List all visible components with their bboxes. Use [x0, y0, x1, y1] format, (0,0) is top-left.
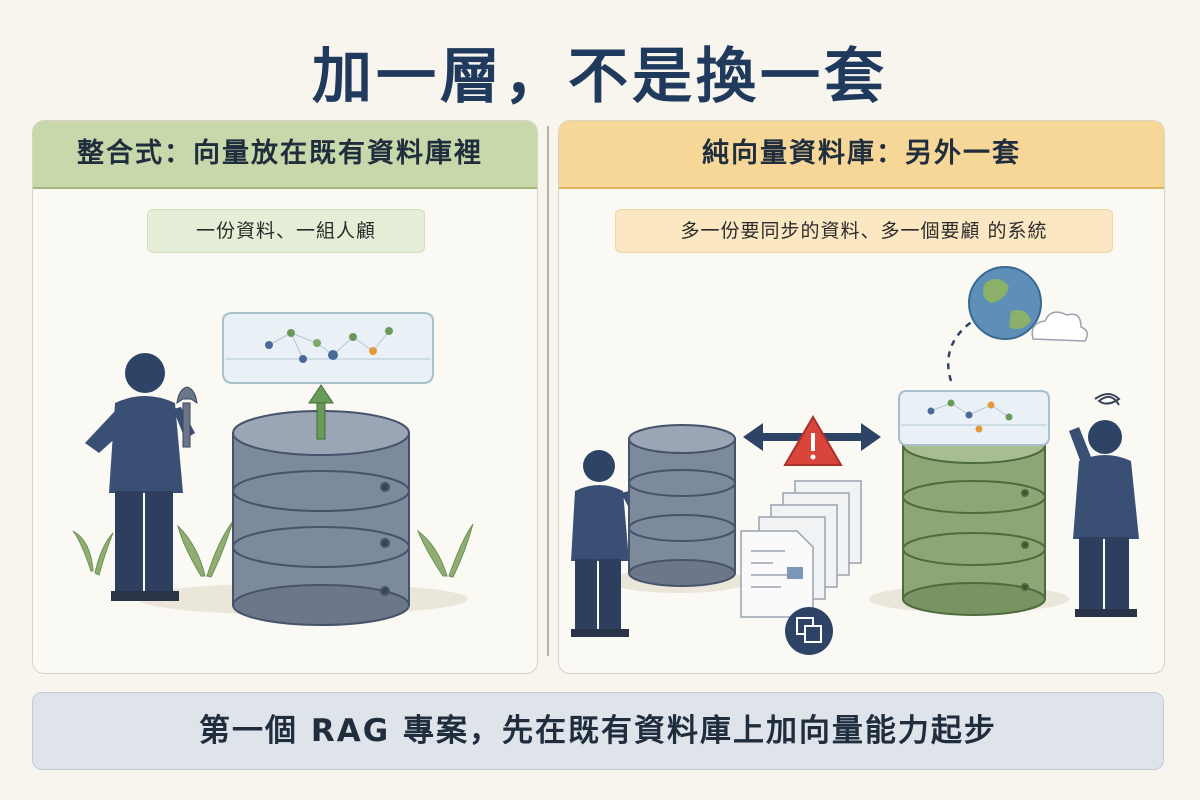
existing-database-icon: [232, 410, 410, 626]
confused-swirl-icon: [1094, 393, 1121, 406]
connection-dashed-line: [947, 315, 980, 382]
wrench-icon: [176, 386, 198, 448]
cloud-icon: [1031, 311, 1088, 342]
vector-layer-icon: [222, 312, 434, 384]
up-arrow-icon: [308, 384, 334, 440]
vector-layer-icon: [898, 390, 1050, 446]
integrated-panel: 整合式：向量放在既有資料庫裡 一份資料、一組人顧: [32, 120, 538, 674]
integrated-panel-header: 整合式：向量放在既有資料庫裡: [33, 121, 537, 189]
pure-vector-illustration: [571, 266, 1139, 655]
footer-banner: 第一個 RAG 專案，先在既有資料庫上加向量能力起步: [32, 692, 1164, 770]
maintainer-person: [571, 450, 643, 637]
warning-icon: [783, 415, 843, 466]
copy-icon: [785, 607, 833, 655]
panel-divider: [547, 126, 549, 656]
integrated-illustration: [72, 312, 474, 626]
plant-right: [416, 523, 474, 578]
maintainer-person: [85, 353, 195, 601]
globe-icon: [968, 266, 1042, 340]
plant-left: [72, 530, 114, 576]
confused-person: [1069, 420, 1139, 617]
document-stack-icon: [740, 480, 862, 618]
vector-database-icon: [902, 426, 1046, 616]
pure-vector-panel-subtitle: 多一份要同步的資料、多一個要顧 的系統: [615, 209, 1113, 253]
pure-vector-panel: 純向量資料庫：另外一套 多一份要同步的資料、多一個要顧 的系統: [558, 120, 1165, 674]
plant-middle: [177, 520, 234, 578]
page-title: 加一層，不是換一套: [312, 42, 888, 112]
pure-vector-panel-header: 純向量資料庫：另外一套: [559, 121, 1164, 189]
integrated-panel-subtitle: 一份資料、一組人顧: [147, 209, 425, 253]
existing-database-icon: [628, 424, 736, 587]
